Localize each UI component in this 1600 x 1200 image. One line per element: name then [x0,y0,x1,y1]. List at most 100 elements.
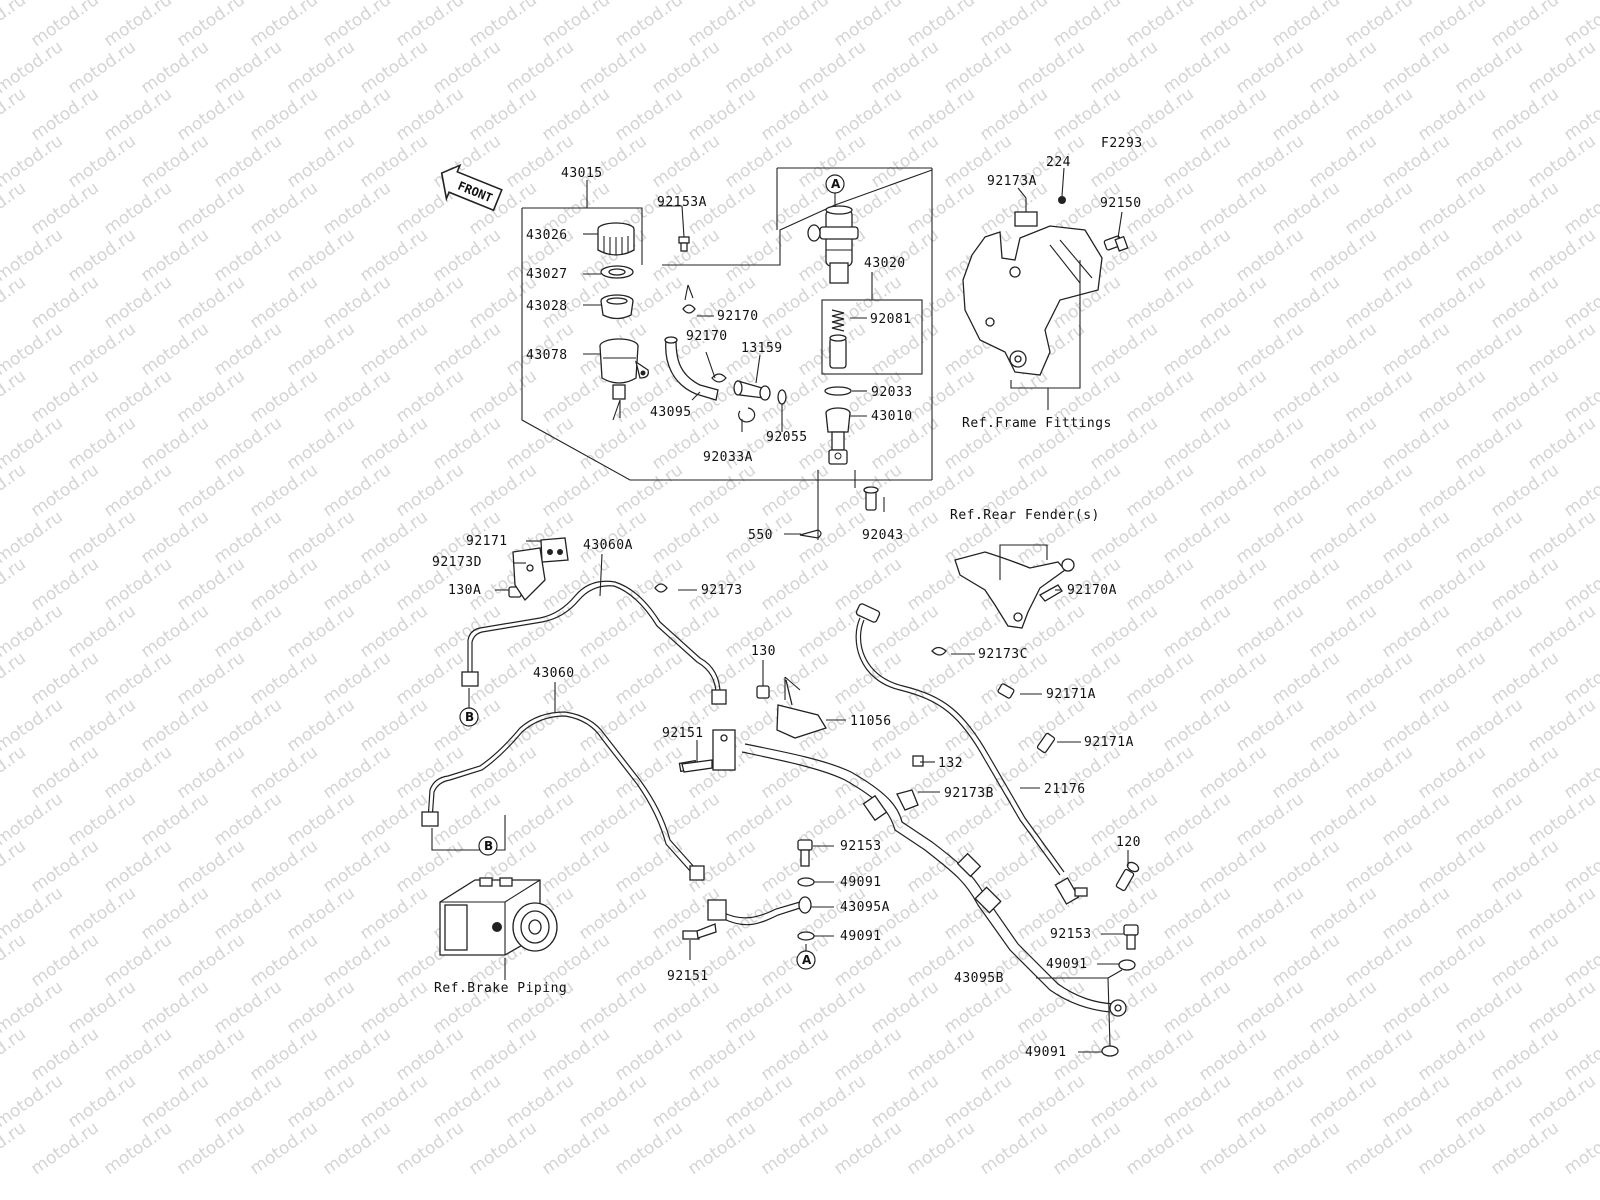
part-label[interactable]: 43010 [871,409,913,424]
part-label[interactable]: 43095 [650,405,692,420]
part-label[interactable]: 43026 [526,228,568,243]
connector-a-bottom: A [796,944,816,970]
watermark-text: motod.ru [903,178,978,239]
snap-ring-92033 [824,386,852,396]
part-label[interactable]: 130 [751,644,776,659]
ref-frame-fittings[interactable]: Ref.Frame Fittings [962,416,1112,431]
part-label[interactable]: 21176 [1044,782,1086,797]
watermark-text: motod.ru [64,507,139,568]
watermark-text: motod.ru [1013,977,1088,1038]
watermark-text: motod.ru [0,648,30,709]
watermark-text: motod.ru [100,1118,175,1179]
watermark-text: motod.ru [356,507,431,568]
leader-lines [495,167,1129,1053]
watermark-text: motod.ru [903,648,978,709]
part-label[interactable]: 92081 [870,312,912,327]
watermark-text: motod.ru [1487,460,1562,521]
watermark-text: motod.ru [830,84,905,145]
part-label[interactable]: 92171 [466,534,508,549]
watermark-text: motod.ru [648,131,723,192]
watermark-text: motod.ru [1086,319,1161,380]
part-label[interactable]: 132 [938,756,963,771]
watermark-text: motod.ru [1195,460,1270,521]
part-label[interactable]: 92033A [703,450,753,465]
watermark-text: motod.ru [283,1071,358,1132]
ref-rear-fender[interactable]: Ref.Rear Fender(s) [950,508,1100,523]
watermark-text: motod.ru [27,742,102,803]
part-label[interactable]: 43060A [583,538,633,553]
part-label[interactable]: 43028 [526,299,568,314]
watermark-text: motod.ru [1487,930,1562,991]
part-label[interactable]: 92055 [766,430,808,445]
part-label[interactable]: 49091 [840,929,882,944]
part-label[interactable]: 92173C [978,647,1028,662]
part-label[interactable]: 43060 [533,666,575,681]
reservoir-plate [600,265,634,279]
connector-b-abs-label: B [484,839,493,853]
part-label[interactable]: 43015 [561,166,603,181]
watermark-text: motod.ru [502,789,577,850]
part-label[interactable]: 92173 [701,583,743,598]
part-label[interactable]: 120 [1116,835,1141,850]
watermark-text: motod.ru [1487,1024,1562,1085]
watermark-text: motod.ru [648,1071,723,1132]
part-label[interactable]: 92173D [432,555,482,570]
part-label[interactable]: 92170 [686,329,728,344]
watermark-text: motod.ru [1524,37,1599,98]
part-label[interactable]: 92173A [987,174,1037,189]
part-label[interactable]: 92151 [662,726,704,741]
watermark-text: motod.ru [1378,413,1453,474]
part-label[interactable]: 92153 [1050,927,1092,942]
watermark-text: motod.ru [64,131,139,192]
part-label[interactable]: 92170 [717,309,759,324]
watermark-text: motod.ru [794,37,869,98]
part-label[interactable]: 92173B [944,786,994,801]
part-label[interactable]: 92043 [862,528,904,543]
watermark-text: motod.ru [1341,0,1416,51]
part-label[interactable]: 43020 [864,256,906,271]
watermark-text: motod.ru [356,977,431,1038]
part-label[interactable]: 49091 [1025,1045,1067,1060]
watermark-text: motod.ru [319,0,394,51]
part-label[interactable]: 43095B [954,971,1004,986]
watermark-text: motod.ru [1487,366,1562,427]
part-label[interactable]: 13159 [741,341,783,356]
watermark-text: motod.ru [283,883,358,944]
watermark-text: motod.ru [1378,883,1453,944]
watermark-text: motod.ru [1305,601,1380,662]
watermark-text: motod.ru [1414,930,1489,991]
part-label[interactable]: 43027 [526,267,568,282]
part-label[interactable]: 92153 [840,839,882,854]
part-label[interactable]: 92171A [1084,735,1134,750]
watermark-text: motod.ru [137,601,212,662]
watermark-text: motod.ru [502,131,577,192]
part-label[interactable]: 92171A [1046,687,1096,702]
part-label[interactable]: 92151 [667,969,709,984]
part-label[interactable]: 130A [448,583,481,598]
watermark-text: motod.ru [100,366,175,427]
watermark-text: motod.ru [648,37,723,98]
ref-brake-piping[interactable]: Ref.Brake Piping [434,981,567,996]
watermark-text: motod.ru [246,1118,321,1179]
watermark-text: motod.ru [27,1118,102,1179]
circlip-92033a-icon [738,407,756,423]
part-label[interactable]: 11056 [850,714,892,729]
part-label[interactable]: 92170A [1067,583,1117,598]
watermark-text: motod.ru [1524,1071,1599,1132]
watermark-text: motod.ru [1086,601,1161,662]
part-label[interactable]: 92150 [1100,196,1142,211]
part-label[interactable]: 43095A [840,900,890,915]
part-label[interactable]: 224 [1046,155,1071,170]
watermark-text: motod.ru [538,0,613,51]
watermark-text: motod.ru [1232,1071,1307,1132]
part-label[interactable]: 92033 [871,385,913,400]
part-label[interactable]: 49091 [840,875,882,890]
banjo-bolt-92153-right [1123,924,1139,950]
part-label[interactable]: 43078 [526,348,568,363]
part-label[interactable]: 49091 [1046,957,1088,972]
watermark-text: motod.ru [575,695,650,756]
part-label[interactable]: 92153A [657,195,707,210]
watermark-text: motod.ru [319,648,394,709]
part-label[interactable]: 550 [748,528,773,543]
watermark-text: motod.ru [356,601,431,662]
